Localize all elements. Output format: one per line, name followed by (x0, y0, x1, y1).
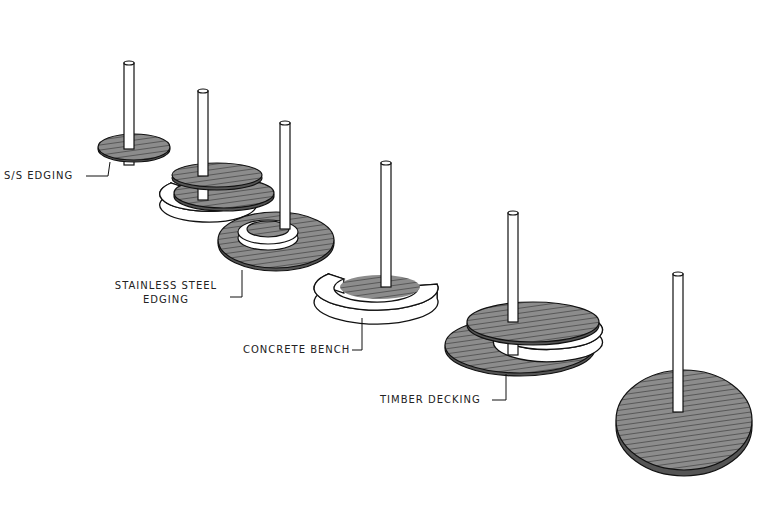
pole-disc-2 (160, 89, 274, 222)
pole (124, 63, 134, 149)
pole-top (508, 211, 518, 215)
part-label: S/S EDGING (4, 169, 73, 183)
part-label: STAINLESS STEEL EDGING (106, 279, 226, 307)
pole-disc-3 (218, 121, 334, 271)
part-label: CONCRETE BENCH (243, 343, 350, 357)
leader-line (352, 318, 362, 350)
part-label: TIMBER DECKING (380, 393, 481, 407)
pole-top (124, 61, 134, 65)
timber-disc (616, 370, 752, 470)
leader-line (86, 162, 110, 176)
timber-disc (340, 275, 420, 299)
timber-disc (218, 212, 334, 268)
pole-disc-1 (98, 61, 170, 165)
pole (508, 213, 518, 322)
timber-disc (172, 163, 262, 187)
timber-disc (467, 302, 599, 342)
pole-disc-6 (616, 272, 752, 476)
pole (673, 274, 683, 412)
pole-top (381, 161, 391, 165)
concrete-bench (314, 274, 438, 324)
leader-line (492, 374, 506, 400)
pole (198, 91, 208, 176)
pole-top (280, 121, 290, 125)
leader-line (230, 270, 242, 297)
pole-disc-4 (314, 161, 438, 324)
pole-top (673, 272, 683, 276)
pole-top (198, 89, 208, 93)
pole (280, 123, 290, 229)
leader-lines (86, 162, 506, 400)
pole (381, 163, 391, 287)
pole-disc-5 (445, 211, 603, 376)
